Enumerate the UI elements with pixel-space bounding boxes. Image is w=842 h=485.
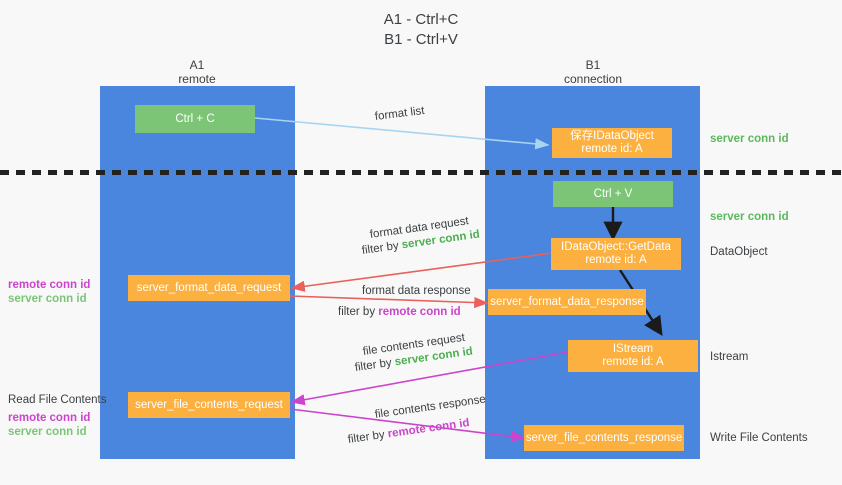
box-idataobject-getdata[interactable]: IDataObject::GetData remote id: A [551, 238, 681, 270]
box-idataobject[interactable]: 保存IDataObject remote id: A [552, 128, 672, 158]
filter-key-remote-conn-id: remote conn id [378, 306, 461, 318]
label-server-conn-id: server conn id [8, 293, 87, 305]
box-server-format-data-request-label: server_format_data_request [136, 281, 282, 294]
label-dataobject: DataObject [710, 246, 768, 258]
label-conn-stack-top: remote conn id server conn id [8, 278, 90, 306]
diagram-title: A1 - Ctrl+C B1 - Ctrl+V [0, 10, 842, 50]
label-write-file-contents: Write File Contents [710, 432, 808, 444]
box-ctrl-v-label: Ctrl + V [593, 187, 633, 200]
column-header-b1: B1 connection [503, 58, 683, 86]
arrow-format-data-request [290, 252, 553, 292]
title-line-2: B1 - Ctrl+V [384, 31, 458, 48]
label-server-conn-id: server conn id [8, 426, 87, 438]
label-format-data-response: format data response [362, 285, 471, 297]
column-header-a1: A1 remote [107, 58, 287, 86]
column-a1-name: A1 [189, 58, 205, 72]
label-server-conn-id-mid: server conn id [710, 211, 789, 223]
filter-prefix: filter by [338, 306, 379, 318]
column-a1-sub: remote [178, 72, 216, 86]
box-server-file-contents-response-label: server_file_contents_response [525, 431, 683, 444]
title-line-1: A1 - Ctrl+C [383, 11, 459, 28]
label-remote-conn-id: remote conn id [8, 412, 91, 424]
column-b1-sub: connection [563, 72, 623, 86]
label-conn-stack-bottom: remote conn id server conn id [8, 411, 90, 439]
arrow-file-contents-response [289, 408, 526, 442]
arrow-format-data-response [289, 295, 489, 309]
box-server-file-contents-request-label: server_file_contents_request [135, 398, 283, 411]
phase-divider-dashed-line [0, 170, 842, 175]
box-server-file-contents-response[interactable]: server_file_contents_response [524, 425, 684, 451]
box-server-format-data-response[interactable]: server_format_data_response [488, 289, 646, 315]
box-ctrl-c-label: Ctrl + C [175, 112, 215, 125]
column-b1-name: B1 [585, 58, 601, 72]
box-idataobject-line1: 保存IDataObject [570, 130, 654, 142]
box-istream-line1: IStream [612, 343, 654, 355]
box-istream-line2: remote id: A [602, 356, 664, 368]
box-ctrl-v[interactable]: Ctrl + V [553, 181, 673, 207]
box-idataobject-line2: remote id: A [581, 143, 643, 155]
box-getdata-line2: remote id: A [585, 254, 647, 266]
label-remote-conn-id: remote conn id [8, 279, 91, 291]
label-format-data-response-filter: filter by remote conn id [338, 305, 461, 320]
box-getdata-line1: IDataObject::GetData [561, 241, 671, 253]
box-istream[interactable]: IStream remote id: A [568, 340, 698, 372]
arrow-file-contents-request [290, 351, 569, 406]
label-read-file-contents: Read File Contents [8, 394, 107, 406]
box-ctrl-c[interactable]: Ctrl + C [135, 105, 255, 133]
label-istream: Istream [710, 351, 749, 363]
box-server-file-contents-request[interactable]: server_file_contents_request [128, 392, 290, 418]
box-server-format-data-request[interactable]: server_format_data_request [128, 275, 290, 301]
arrow-format-list [254, 117, 550, 150]
box-server-format-data-response-label: server_format_data_response [490, 295, 644, 308]
label-server-conn-id-top: server conn id [710, 133, 789, 145]
